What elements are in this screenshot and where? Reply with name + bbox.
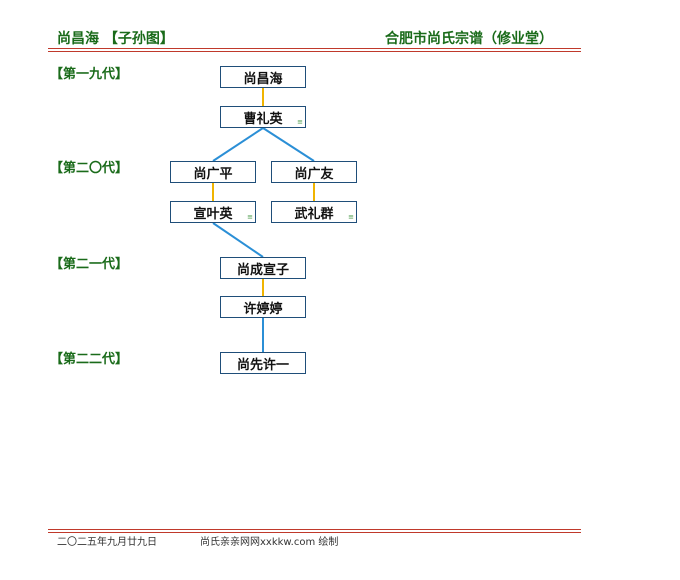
person-box[interactable]: 尚成宣子: [220, 257, 306, 279]
spouse-marker-icon: ≡: [297, 118, 303, 126]
generation-label-22: 【第二二代】: [50, 352, 129, 367]
person-box[interactable]: 尚广平: [170, 161, 256, 183]
child-link-guangyou: [262, 127, 315, 162]
footer-site-credit: 尚氏亲亲网网xxkkw.com 绘制: [200, 537, 339, 548]
clan-book-title: 合肥市尚氏宗谱（修业堂）: [385, 31, 553, 47]
spouse-marker-icon: ≡: [247, 213, 253, 221]
person-box[interactable]: 尚先许一: [220, 352, 306, 374]
generation-label-21: 【第二一代】: [50, 257, 129, 272]
spouse-box[interactable]: 宣叶英 ≡: [170, 201, 256, 223]
person-name: 武礼群: [294, 206, 334, 222]
person-name: 尚成宣子: [236, 262, 289, 278]
header-rule-top: [48, 48, 581, 49]
footer-rule-bottom: [48, 532, 581, 533]
person-name: 尚广友: [294, 166, 334, 182]
spouse-marker-icon: ≡: [348, 213, 354, 221]
person-name: 许婷婷: [243, 301, 283, 317]
generation-label-20: 【第二〇代】: [50, 161, 129, 176]
person-name: 尚先许一: [236, 357, 289, 373]
spouse-box[interactable]: 武礼群 ≡: [271, 201, 357, 223]
person-box[interactable]: 尚昌海: [220, 66, 306, 88]
person-name: 尚广平: [193, 166, 233, 182]
generation-label-19: 【第一九代】: [50, 67, 129, 82]
person-name: 宣叶英: [193, 206, 233, 222]
child-link-guangping: [212, 127, 264, 162]
footer-date: 二〇二五年九月廿九日: [57, 537, 157, 548]
person-name: 尚昌海: [243, 71, 283, 87]
spouse-box[interactable]: 许婷婷: [220, 296, 306, 318]
header-rule-bottom: [48, 51, 581, 52]
person-box[interactable]: 尚广友: [271, 161, 357, 183]
page-title: 尚昌海 【子孙图】: [57, 31, 174, 47]
spouse-box[interactable]: 曹礼英 ≡: [220, 106, 306, 128]
footer-rule-top: [48, 529, 581, 530]
child-link-chengxuanzi: [212, 222, 264, 258]
person-name: 曹礼英: [243, 111, 283, 127]
